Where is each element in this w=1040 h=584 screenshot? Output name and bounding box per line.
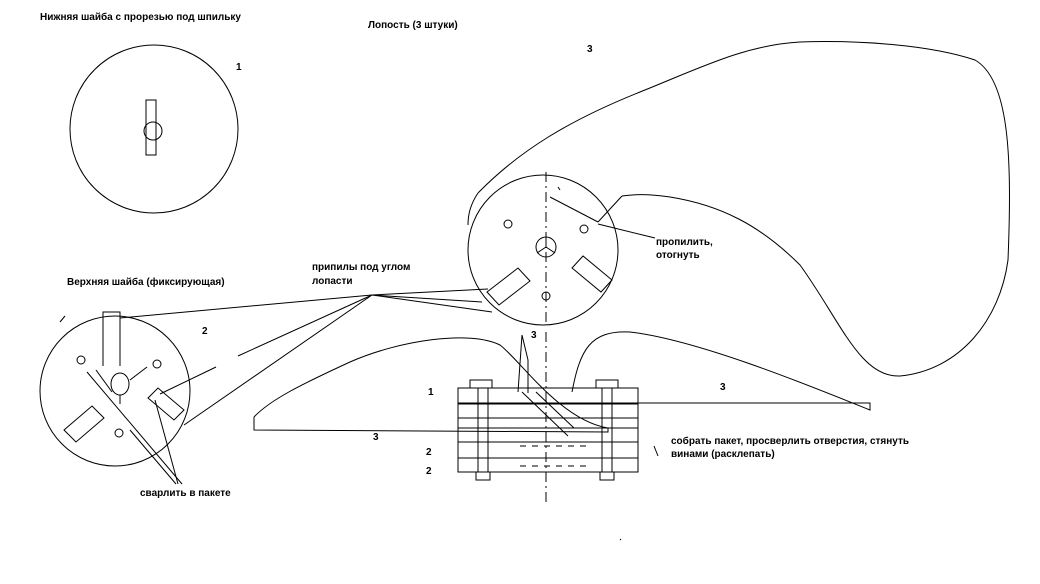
saw-leader-3 (237, 294, 373, 357)
upper-washer-hole-3 (114, 428, 124, 438)
lower-washer (69, 44, 239, 214)
caption-lower-washer: Нижняя шайба с прорезью под шпильку (40, 12, 241, 23)
weld-leader-2 (154, 399, 179, 485)
package-diag-1 (521, 391, 569, 437)
saw-leader-5 (183, 294, 373, 426)
blade-center-spoke-2 (545, 246, 556, 254)
assembly-package (253, 331, 871, 541)
upper-washer-spoke-1 (95, 369, 113, 393)
caption-weld: сварлить в пакете (140, 488, 231, 499)
blade-saw-slot-right (571, 255, 613, 293)
number-upper-washer: 2 (202, 326, 208, 337)
saw-leader-4 (371, 294, 483, 303)
caption-cut-bend-line1: пропилить, (656, 237, 713, 248)
blade-hole-2 (579, 224, 589, 234)
saw-leader-6 (159, 366, 217, 395)
upper-washer-tab (102, 311, 121, 366)
upper-washer-slot-left (63, 405, 105, 443)
blade-outline (477, 41, 1010, 377)
weld-leader-3 (129, 429, 177, 485)
caption-assemble-line2: винами (расклепать) (671, 449, 775, 460)
blade-saw-slot-left (486, 267, 531, 306)
blade-cut-line-a (549, 196, 599, 223)
assemble-tick (653, 445, 659, 457)
upper-washer-outline (39, 315, 191, 467)
blade-axis-tick (557, 186, 561, 191)
saw-leader-2 (371, 288, 489, 296)
blade-drawing (467, 41, 1010, 377)
number-pack-2a: 2 (426, 447, 432, 458)
lower-washer-outline (69, 44, 239, 214)
caption-assemble-line1: собрать пакет, просверлить отверстия, ст… (671, 436, 910, 447)
number-lower-washer: 1 (236, 62, 242, 73)
bolt-left-head (469, 379, 493, 389)
weld-leader-1 (86, 371, 183, 485)
caption-upper-washer: Верхняя шайба (фиксирующая) (67, 277, 225, 288)
blade-hole-3 (541, 291, 551, 301)
caption-saw-cuts-line2: лопасти (312, 276, 353, 287)
caption-cut-bend-line2: отогнуть (656, 250, 700, 261)
blade-hole-1 (503, 219, 513, 229)
number-pack-1: 1 (428, 387, 434, 398)
upper-washer-hole-2 (152, 359, 162, 369)
bolt-right-nut (599, 471, 615, 481)
upper-washer-center-hole (110, 372, 130, 396)
bolt-right-head (595, 379, 619, 389)
saw-leader-7 (371, 294, 493, 313)
package-diag-2 (535, 391, 575, 429)
caption-blade: Лопость (3 штуки) (368, 20, 458, 31)
upper-washer-tick (59, 315, 66, 323)
number-blade-top: 3 (587, 44, 593, 55)
blade-profile-left (253, 337, 609, 433)
stray-dot (619, 538, 622, 541)
upper-washer-hole-1 (76, 355, 86, 365)
blade-center-spoke-3 (536, 246, 547, 254)
number-pack-2b: 2 (426, 466, 432, 477)
number-blade-hub: 3 (531, 330, 537, 341)
upper-washer-slot-right (147, 387, 185, 421)
number-pack-blade-right: 3 (720, 382, 726, 393)
number-pack-blade-left: 3 (373, 432, 379, 443)
blade-upturn (517, 334, 529, 393)
blade-profile-right (458, 331, 871, 411)
saw-leader-1 (119, 294, 373, 319)
bolt-left-nut (475, 471, 491, 481)
lower-washer-hole (143, 121, 163, 141)
upper-washer-spoke-2 (129, 366, 148, 381)
weld-leaders (86, 371, 183, 485)
cut-bend-leader (597, 223, 656, 239)
upper-washer (39, 311, 191, 467)
blade-root-edge (467, 192, 479, 226)
blade-cut-line-b (597, 195, 623, 223)
lower-washer-slot (145, 99, 157, 156)
package-body (457, 387, 639, 473)
caption-saw-cuts-line1: припилы под углом (312, 262, 411, 273)
blade-hub-circle (467, 174, 619, 326)
saw-cut-leaders (119, 288, 493, 426)
